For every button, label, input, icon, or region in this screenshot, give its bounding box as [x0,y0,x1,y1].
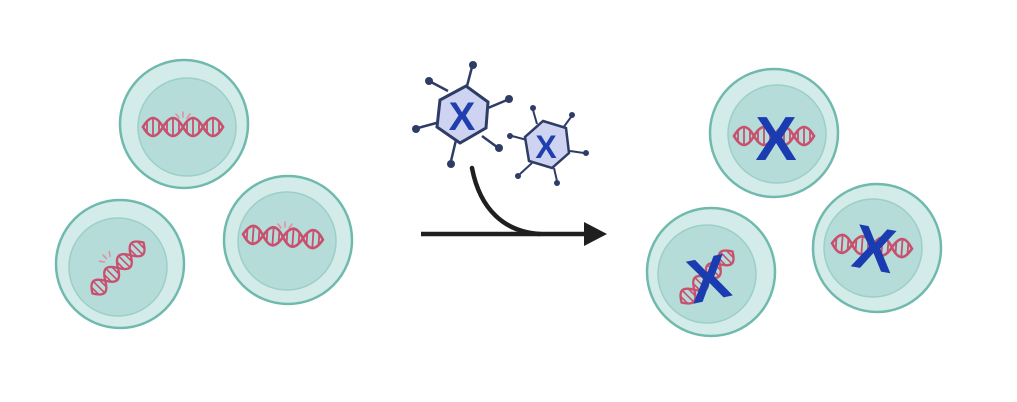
cell-after-left: X [645,206,777,338]
viral-vector-large: X [412,61,513,168]
cell-before-right [222,174,354,306]
delivery-curve-arrow [469,165,543,237]
blocker-x-icon: X [755,105,796,174]
cell-before-top [118,58,250,190]
cell-before-left [54,198,186,330]
vector-x-label: X [535,129,557,165]
cell-after-top: X [708,67,840,199]
cell-after-right: X [811,182,943,314]
vector-x-label: X [449,95,476,139]
process-arrow [421,222,607,246]
viral-vector-small: X [507,105,589,186]
